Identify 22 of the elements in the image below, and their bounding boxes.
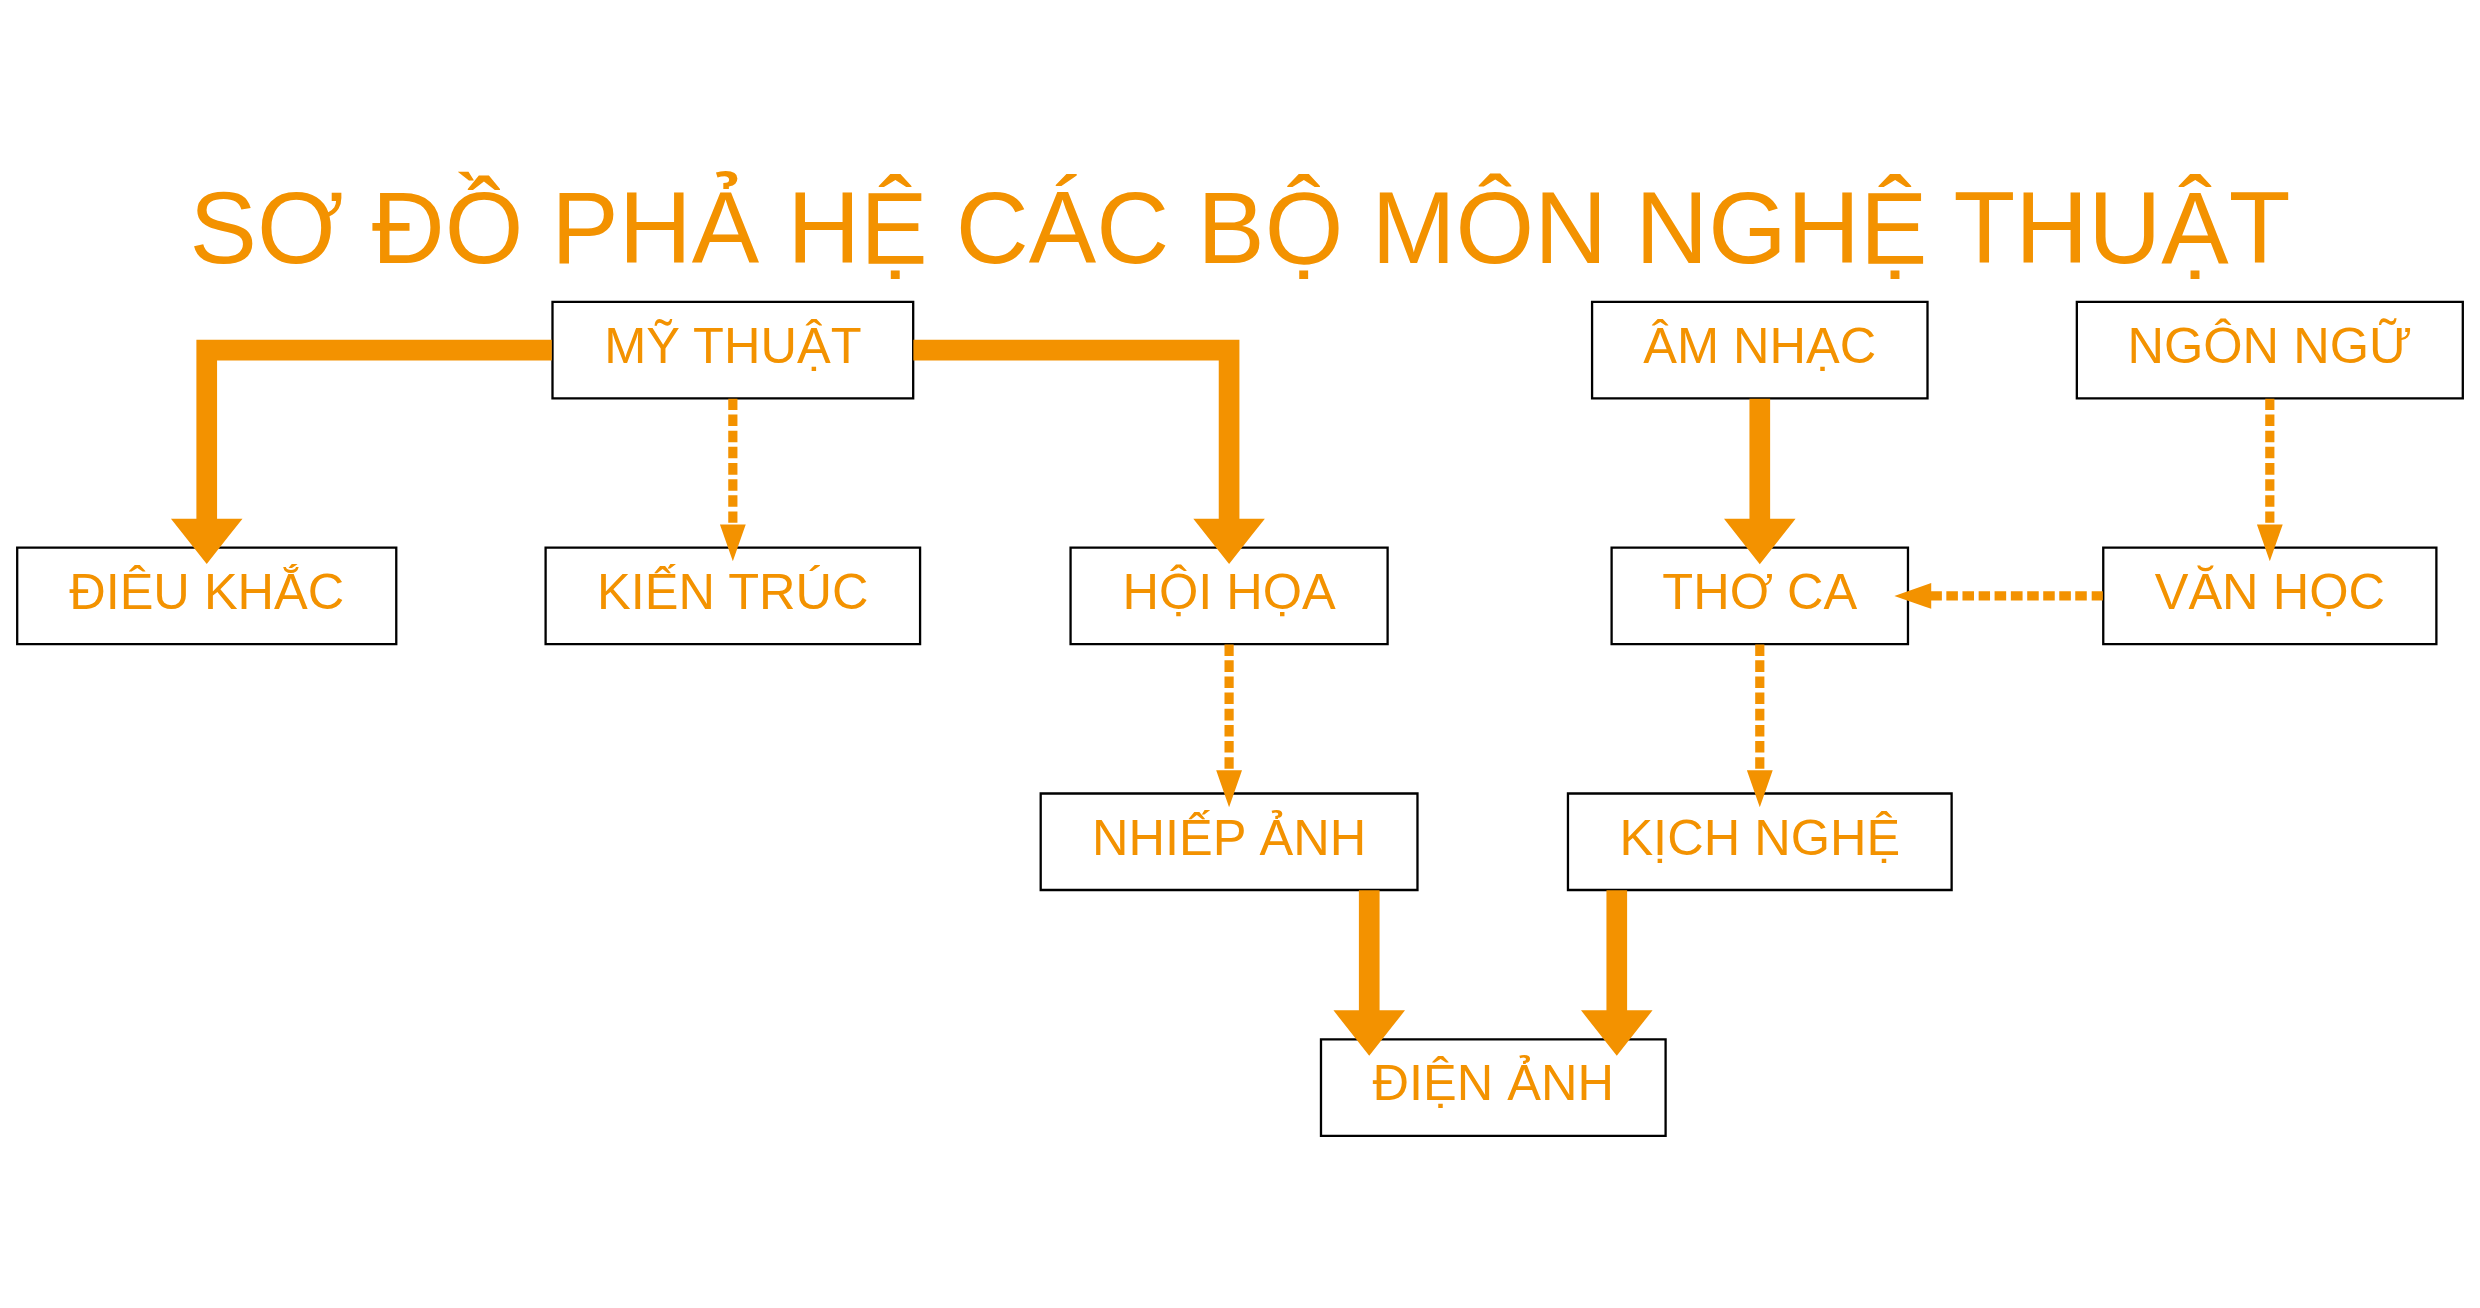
- diagram-title: SƠ ĐỒ PHẢ HỆ CÁC BỘ MÔN NGHỆ THUẬT: [189, 170, 2291, 284]
- arrow: [2256, 398, 2283, 561]
- node-box: KỊCH NGHỆ: [1566, 791, 1953, 891]
- arrow: [1724, 398, 1796, 564]
- node-box: HỘI HỌA: [1069, 546, 1389, 645]
- node-box: MỸ THUẬT: [551, 300, 915, 399]
- node-box: ĐIÊU KHẮC: [16, 546, 398, 645]
- node-box: NGÔN NGỮ: [2075, 300, 2464, 399]
- arrow: [1333, 889, 1405, 1056]
- node-box: NHIẾP ẢNH: [1039, 791, 1419, 891]
- arrow: [1216, 644, 1242, 807]
- arrow: [170, 339, 552, 564]
- arrow: [719, 398, 746, 561]
- arrow: [1746, 644, 1773, 807]
- node-box: KIẾN TRÚC: [544, 546, 922, 645]
- arrow: [1581, 889, 1653, 1056]
- arrow: [913, 339, 1265, 564]
- node-box: VĂN HỌC: [2102, 546, 2438, 645]
- arrow: [1894, 582, 2103, 609]
- node-box: ĐIỆN ẢNH: [1319, 1037, 1667, 1137]
- node-box: ÂM NHẠC: [1590, 300, 1929, 399]
- node-box: THƠ CA: [1610, 546, 1910, 645]
